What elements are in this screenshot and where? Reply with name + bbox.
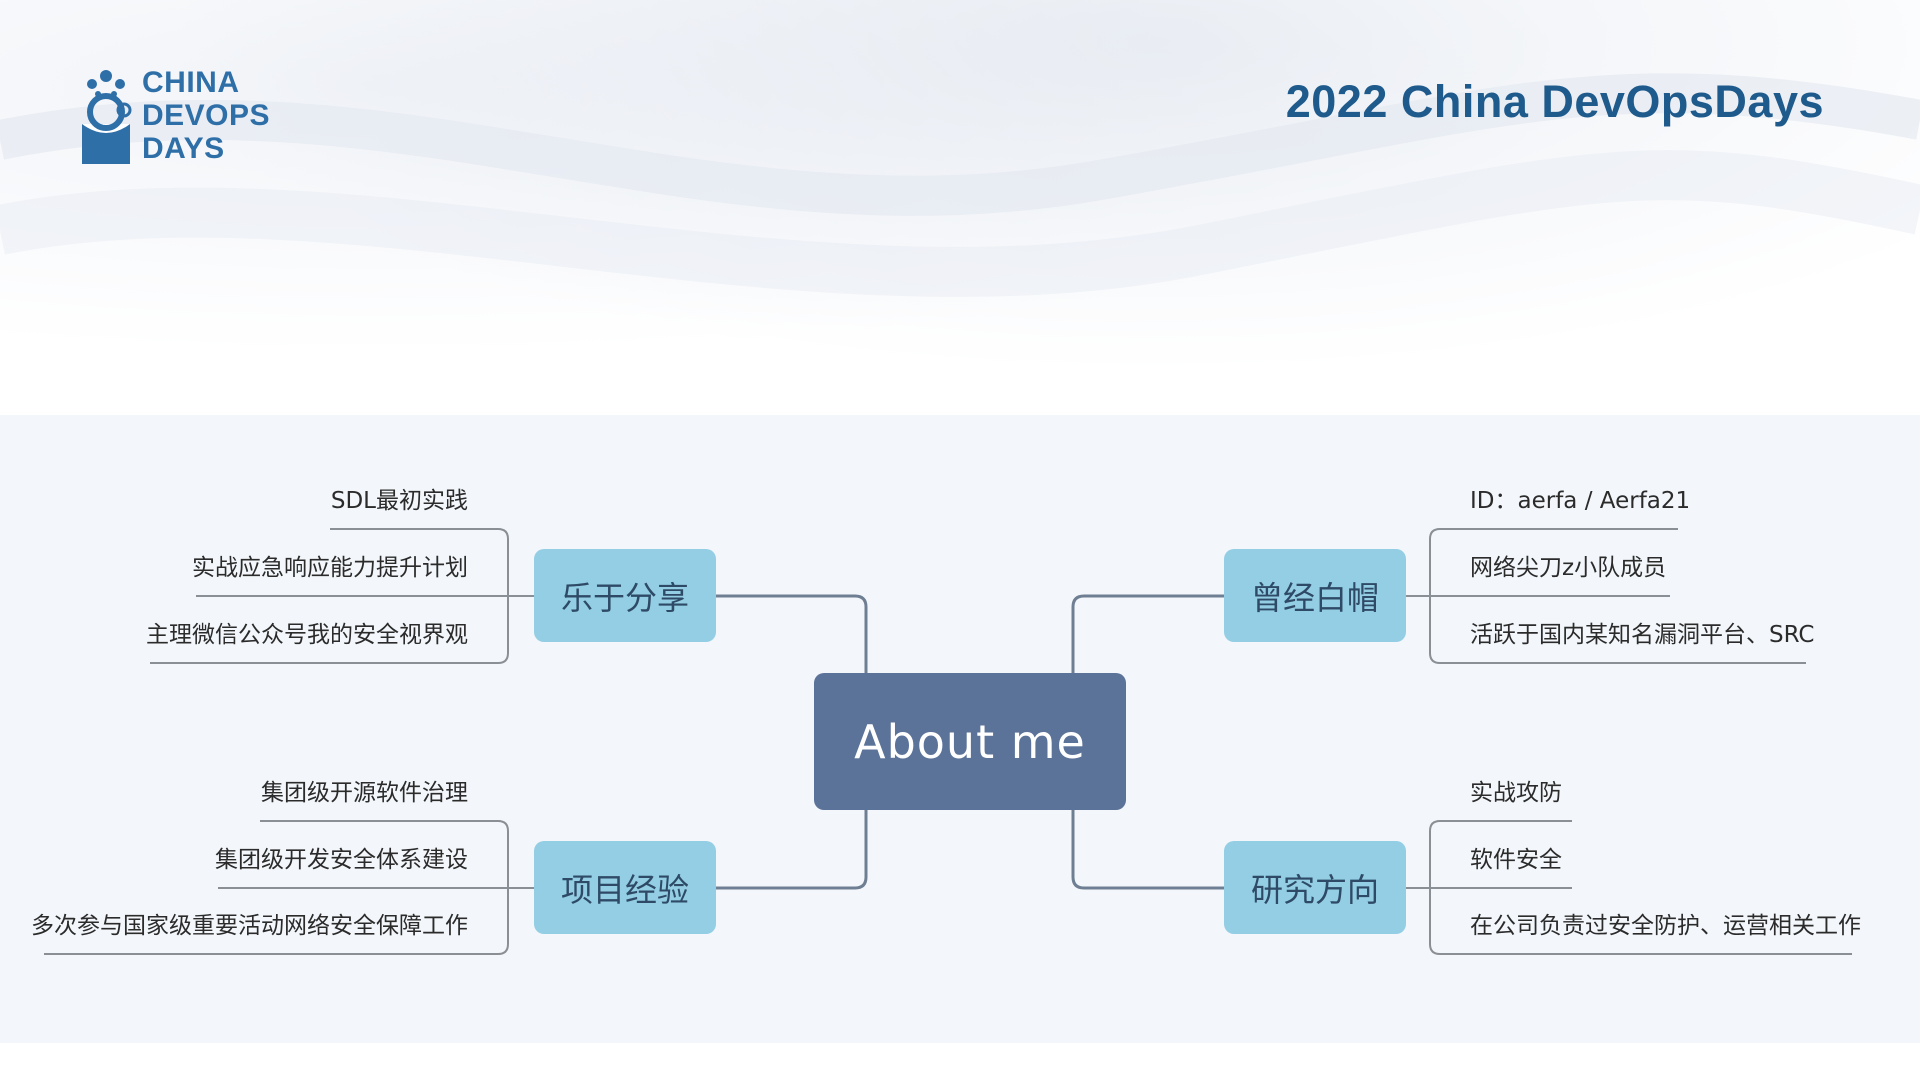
leaf-top-right-3: 活跃于国内某知名漏洞平台、SRC xyxy=(1470,618,1815,652)
leaf-top-right-1: ID：aerfa / Aerfa21 xyxy=(1470,484,1690,518)
topic-node-research: 研究方向 xyxy=(1224,841,1406,934)
topic-node-sharing: 乐于分享 xyxy=(534,549,716,642)
leaf-bottom-left-2: 集团级开发安全体系建设 xyxy=(215,843,468,877)
leaf-bottom-right-2: 软件安全 xyxy=(1470,843,1562,877)
connector-center-top-right xyxy=(1073,596,1224,673)
leaf-top-left-3: 主理微信公众号我的安全视界观 xyxy=(146,618,468,652)
leaf-bottom-left-3: 多次参与国家级重要活动网络安全保障工作 xyxy=(31,909,468,943)
leaf-top-right-2: 网络尖刀z小队成员 xyxy=(1470,551,1666,585)
connector-center-bottom-left xyxy=(715,810,866,888)
leaf-top-left-1: SDL最初实践 xyxy=(331,484,468,518)
leaf-top-left-2: 实战应急响应能力提升计划 xyxy=(192,551,468,585)
topic-node-project-experience: 项目经验 xyxy=(534,841,716,934)
connector-center-top-left xyxy=(715,596,866,673)
leaf-bottom-right-3: 在公司负责过安全防护、运营相关工作 xyxy=(1470,909,1861,943)
leaf-bottom-right-1: 实战攻防 xyxy=(1470,776,1562,810)
topic-node-whitehat: 曾经白帽 xyxy=(1224,549,1406,642)
connector-center-bottom-right xyxy=(1073,810,1224,888)
leaf-bottom-left-1: 集团级开源软件治理 xyxy=(261,776,468,810)
center-node: About me xyxy=(814,673,1126,810)
